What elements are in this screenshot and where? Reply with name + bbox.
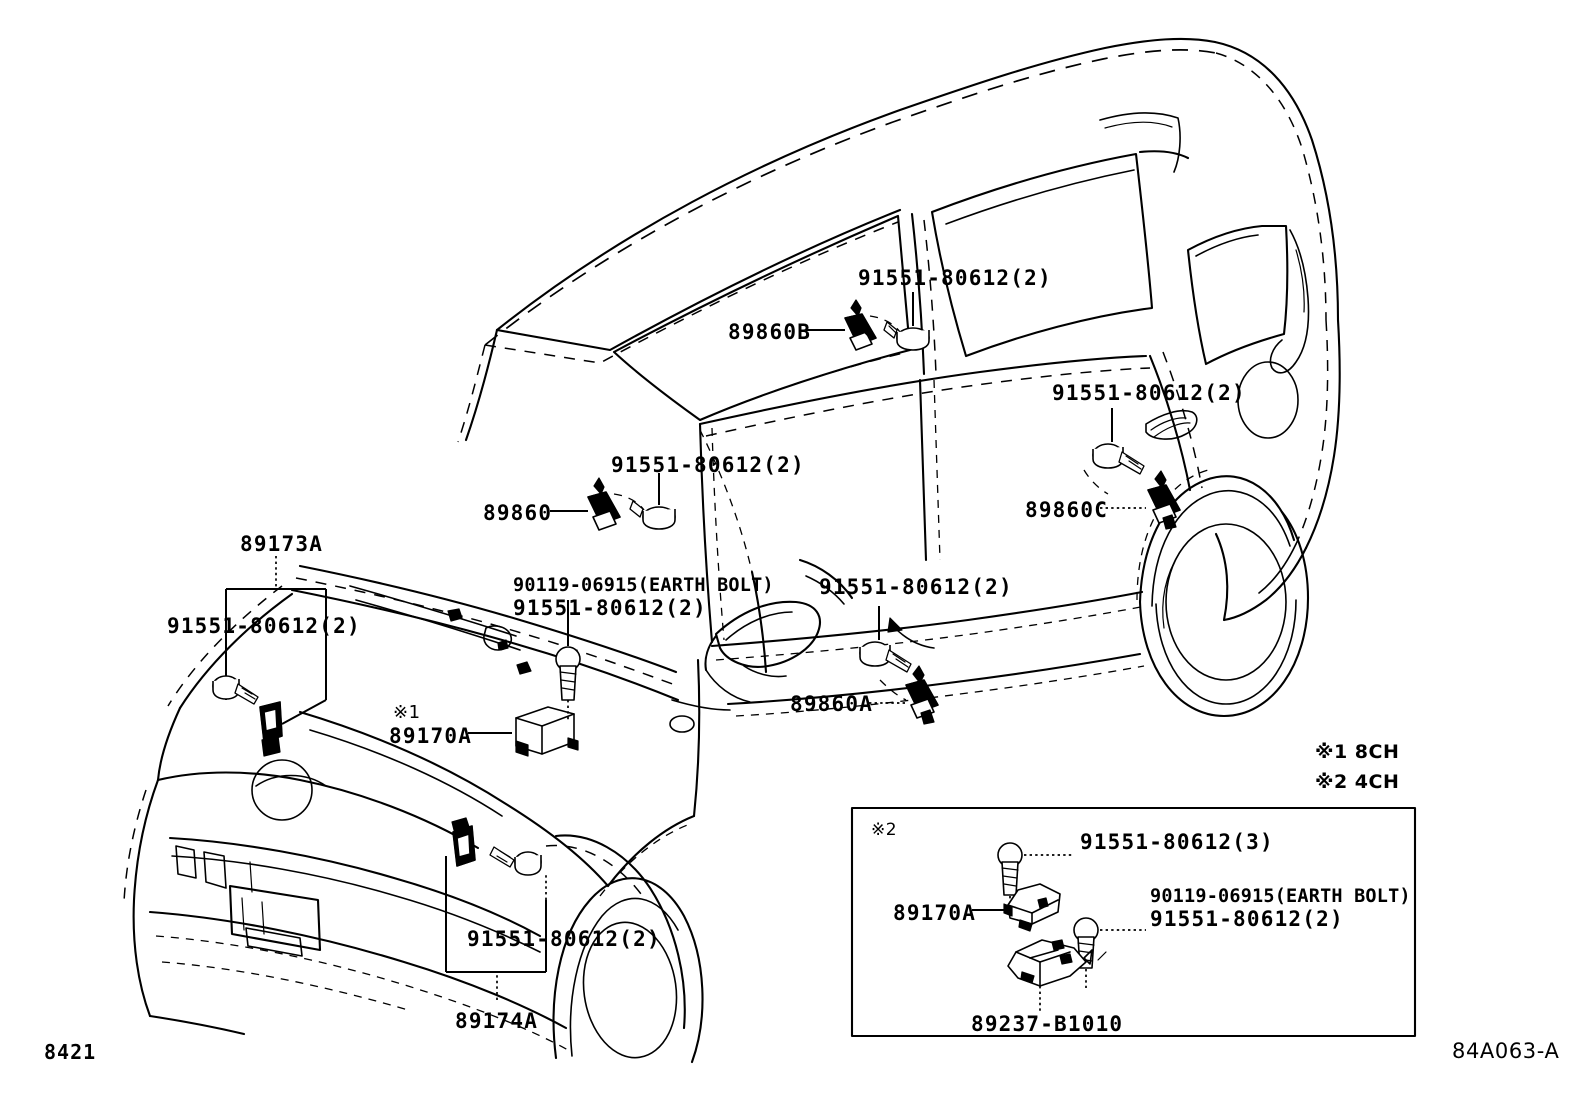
cowl-and-hood xyxy=(156,564,680,888)
label-airbag-sensor-c: 89860C xyxy=(1025,498,1109,522)
label-bolt-ecu-main: 91551-80612(2) xyxy=(513,596,707,620)
inset-label-ecu: 89170A xyxy=(893,901,977,925)
inset-label-bolt-top: 91551-80612(3) xyxy=(1080,830,1274,854)
front-door-opening xyxy=(669,429,854,733)
legend-note-2: ※2 4CH xyxy=(1315,771,1400,793)
marker-star1-ecu: ※1 xyxy=(393,702,421,723)
callout-89860 xyxy=(550,473,676,531)
callout-89860c xyxy=(1083,408,1181,530)
callout-89174a xyxy=(445,817,547,1000)
label-airbag-sensor-a: 89860A xyxy=(790,692,874,716)
callout-89860a xyxy=(859,606,939,725)
rear-roof-detail xyxy=(1099,112,1310,374)
label-airbag-sensor-b: 89860B xyxy=(728,320,812,344)
label-ecu-main: 89170A xyxy=(389,724,473,748)
inset-label-bracket: 89237-B1010 xyxy=(971,1012,1124,1036)
inset-box xyxy=(850,806,1417,1038)
label-bolt-airbag-a: 91551-80612(2) xyxy=(819,575,1013,599)
legend-note-1: ※1 8CH xyxy=(1315,741,1400,763)
drawing-number: 84A063-A xyxy=(1452,1039,1560,1063)
label-bolt-airbag-c: 91551-80612(2) xyxy=(1052,381,1246,405)
callout-89173a xyxy=(212,556,327,757)
label-bracket-89173a: 89173A xyxy=(240,532,324,556)
rear-quarter-panel xyxy=(1145,224,1299,492)
front-bumper xyxy=(123,658,704,1064)
label-bolt-front-left: 91551-80612(2) xyxy=(167,614,361,638)
rear-wheel-arch xyxy=(1136,469,1310,718)
vehicle-body-outline xyxy=(484,37,1341,622)
callout-89860b xyxy=(806,292,930,351)
label-airbag-sensor-front: 89860 xyxy=(483,501,553,525)
label-bolt-front-lower: 91551-80612(2) xyxy=(467,927,661,951)
label-bolt-airbag-front: 91551-80612(2) xyxy=(611,453,805,477)
page-code: 8421 xyxy=(44,1040,97,1064)
door-mirror xyxy=(704,600,821,703)
inset-label-earth-bolt: 90119-06915(EARTH BOLT) xyxy=(1150,886,1411,907)
inset-label-bolt-side: 91551-80612(2) xyxy=(1150,907,1344,931)
label-bracket-89174a: 89174A xyxy=(455,1009,539,1033)
inset-marker-star2: ※2 xyxy=(871,820,898,840)
callout-89170a xyxy=(468,600,581,757)
label-earth-bolt-main: 90119-06915(EARTH BOLT) xyxy=(513,575,774,596)
side-glass-and-doors xyxy=(457,150,1190,717)
label-bolt-airbag-b: 91551-80612(2) xyxy=(858,266,1052,290)
